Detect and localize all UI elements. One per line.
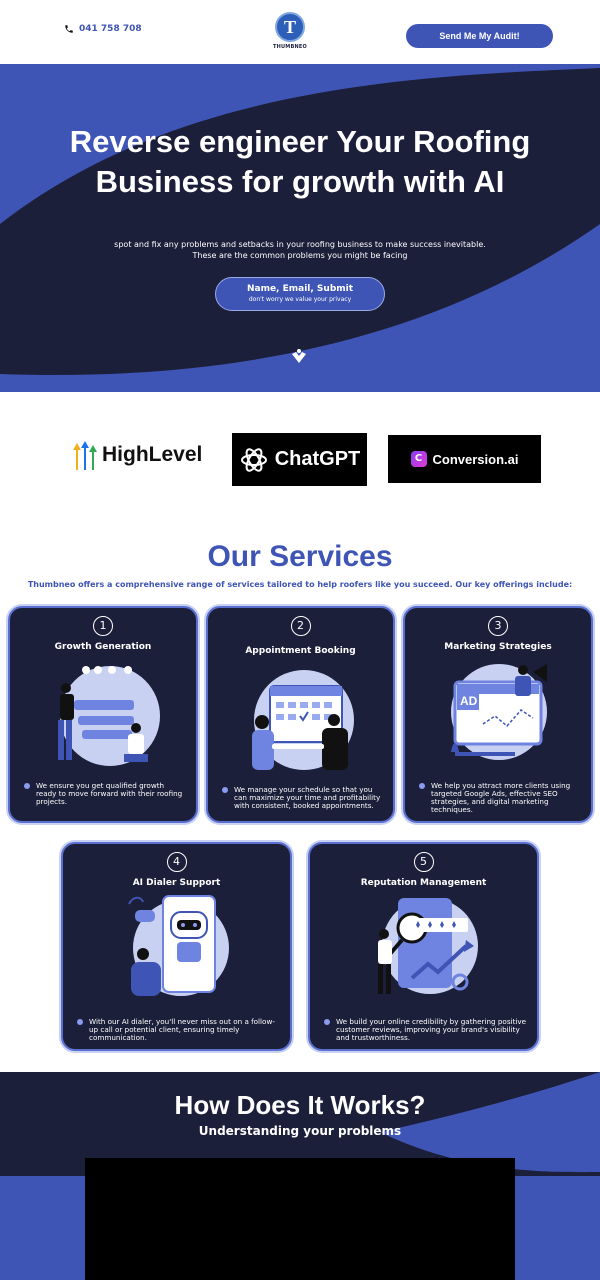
services-title: Our Services [207, 540, 393, 573]
growth-illustration-icon [58, 666, 160, 766]
partner-logos: HighLevel ChatGPT C Conversion.ai [0, 392, 600, 522]
logo[interactable]: T THUMBNEO [272, 12, 308, 54]
how-subtitle: Understanding your problems [198, 1124, 402, 1138]
phone-link[interactable]: 041 758 708 [64, 24, 142, 34]
svg-text:AD: AD [460, 694, 478, 708]
hero-subtitle-line2: These are the common problems you might … [192, 251, 408, 260]
chatgpt-logo: ChatGPT [232, 433, 367, 486]
card-number: 3 [488, 616, 508, 636]
phone-icon [65, 25, 73, 33]
hero-title: Reverse engineer Your Roofing Business f… [69, 124, 531, 199]
hero-subtitle-line1: spot and fix any problems and setbacks i… [114, 240, 486, 249]
chatgpt-text: ChatGPT [274, 448, 361, 470]
ai-dialer-illustration-icon [128, 895, 229, 996]
send-audit-button[interactable]: Send Me My Audit! [406, 24, 553, 48]
card-title: Growth Generation [54, 642, 152, 652]
card-number: 4 [166, 852, 187, 872]
card-title: Marketing Strategies [444, 642, 552, 652]
services-subtitle: Thumbneo offers a comprehensive range of… [27, 580, 573, 589]
how-it-works-section: How Does It Works? Understanding your pr… [0, 1072, 600, 1280]
openai-icon [240, 447, 267, 472]
lead-form-button[interactable]: Name, Email, Submit don't worry we value… [215, 277, 385, 311]
card-number: 2 [290, 616, 311, 636]
conversion-ai-icon: C [410, 451, 427, 467]
card-title: Reputation Management [360, 878, 487, 888]
cta-privacy-note: don't worry we value your privacy [248, 296, 352, 303]
conversion-ai-text: Conversion.ai [432, 451, 519, 467]
service-card-marketing: 3 Marketing Strategies AD We help you at… [403, 606, 593, 823]
how-title: How Does It Works? [174, 1090, 426, 1120]
service-card-ai-dialer: 4 AI Dialer Support With our AI dialer, … [61, 842, 292, 1051]
service-card-reputation: 5 Reputation Management We build your on… [308, 842, 539, 1051]
card-description: We ensure you get qualified growth ready… [24, 782, 186, 806]
card-description: We build your online credibility by gath… [324, 1018, 527, 1042]
calendar-illustration-icon [252, 670, 354, 770]
card-title: Appointment Booking [245, 646, 356, 656]
card-title: AI Dialer Support [132, 878, 221, 888]
reputation-illustration-icon [378, 898, 478, 994]
hero-section: Reverse engineer Your Roofing Business f… [0, 64, 600, 392]
logo-mark: T [275, 12, 305, 42]
scroll-down-icon[interactable] [290, 348, 308, 364]
service-card-appointments: 2 Appointment Booking We manage your sch… [206, 606, 395, 823]
video-player[interactable] [85, 1158, 515, 1280]
highlevel-arrows-icon [72, 440, 98, 470]
phone-number: 041 758 708 [79, 24, 142, 34]
hero-background [0, 64, 600, 392]
cta-label: Name, Email, Submit [246, 284, 354, 294]
logo-name: THUMBNEO [273, 44, 307, 50]
card-number: 1 [93, 616, 113, 636]
card-number: 5 [413, 852, 434, 872]
conversion-ai-logo: C Conversion.ai [388, 435, 541, 483]
highlevel-logo: HighLevel [72, 440, 202, 470]
service-card-growth: 1 Growth Generation We ensure you get qu… [8, 606, 198, 823]
card-description: We help you attract more clients using t… [419, 782, 581, 814]
hero-subtitle: spot and fix any problems and setbacks i… [60, 239, 540, 261]
marketing-illustration-icon: AD [451, 664, 547, 760]
highlevel-text: HighLevel [102, 443, 203, 466]
top-bar: 041 758 708 T THUMBNEO Send Me My Audit! [0, 0, 600, 64]
card-description: We manage your schedule so that you can … [222, 786, 383, 810]
card-description: With our AI dialer, you'll never miss ou… [77, 1018, 280, 1042]
